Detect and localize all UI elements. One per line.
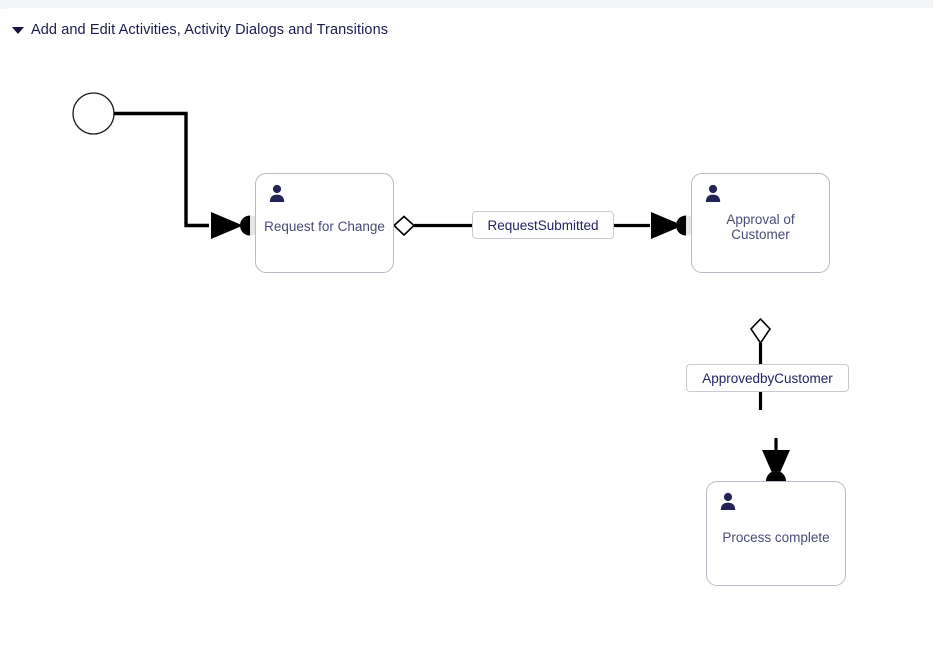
person-icon bbox=[720, 492, 736, 510]
port-approval-of-customer-out-diamond[interactable] bbox=[749, 317, 772, 345]
triangle-down-icon[interactable] bbox=[12, 26, 24, 34]
window-top-strip bbox=[0, 0, 933, 9]
transition-label-request-submitted[interactable]: RequestSubmitted bbox=[472, 211, 614, 239]
diagram-canvas[interactable]: Request for Change Approval of Customer … bbox=[0, 46, 933, 656]
arrowhead-request-submitted bbox=[651, 212, 683, 239]
transition-label-approved-by-customer[interactable]: ApprovedbyCustomer bbox=[686, 364, 849, 392]
section-title: Add and Edit Activities, Activity Dialog… bbox=[31, 22, 389, 38]
activity-node-label: Approval of Customer bbox=[726, 212, 795, 242]
start-node-circle[interactable] bbox=[72, 92, 115, 135]
activity-node-process-complete[interactable]: Process complete bbox=[706, 481, 846, 586]
activity-node-label: Process complete bbox=[722, 530, 830, 545]
person-icon bbox=[269, 184, 285, 202]
connector-start-to-request[interactable] bbox=[114, 111, 209, 228]
port-request-for-change-out-diamond[interactable] bbox=[392, 215, 416, 237]
activity-node-approval-of-customer[interactable]: Approval of Customer bbox=[691, 173, 830, 273]
arrowhead-start-to-request bbox=[211, 212, 243, 239]
section-header[interactable]: Add and Edit Activities, Activity Dialog… bbox=[12, 19, 388, 41]
person-icon bbox=[705, 184, 721, 202]
arrowhead-approved-by-customer bbox=[762, 450, 790, 482]
activity-node-request-for-change[interactable]: Request for Change bbox=[255, 173, 394, 273]
activity-node-label: Request for Change bbox=[264, 219, 385, 234]
